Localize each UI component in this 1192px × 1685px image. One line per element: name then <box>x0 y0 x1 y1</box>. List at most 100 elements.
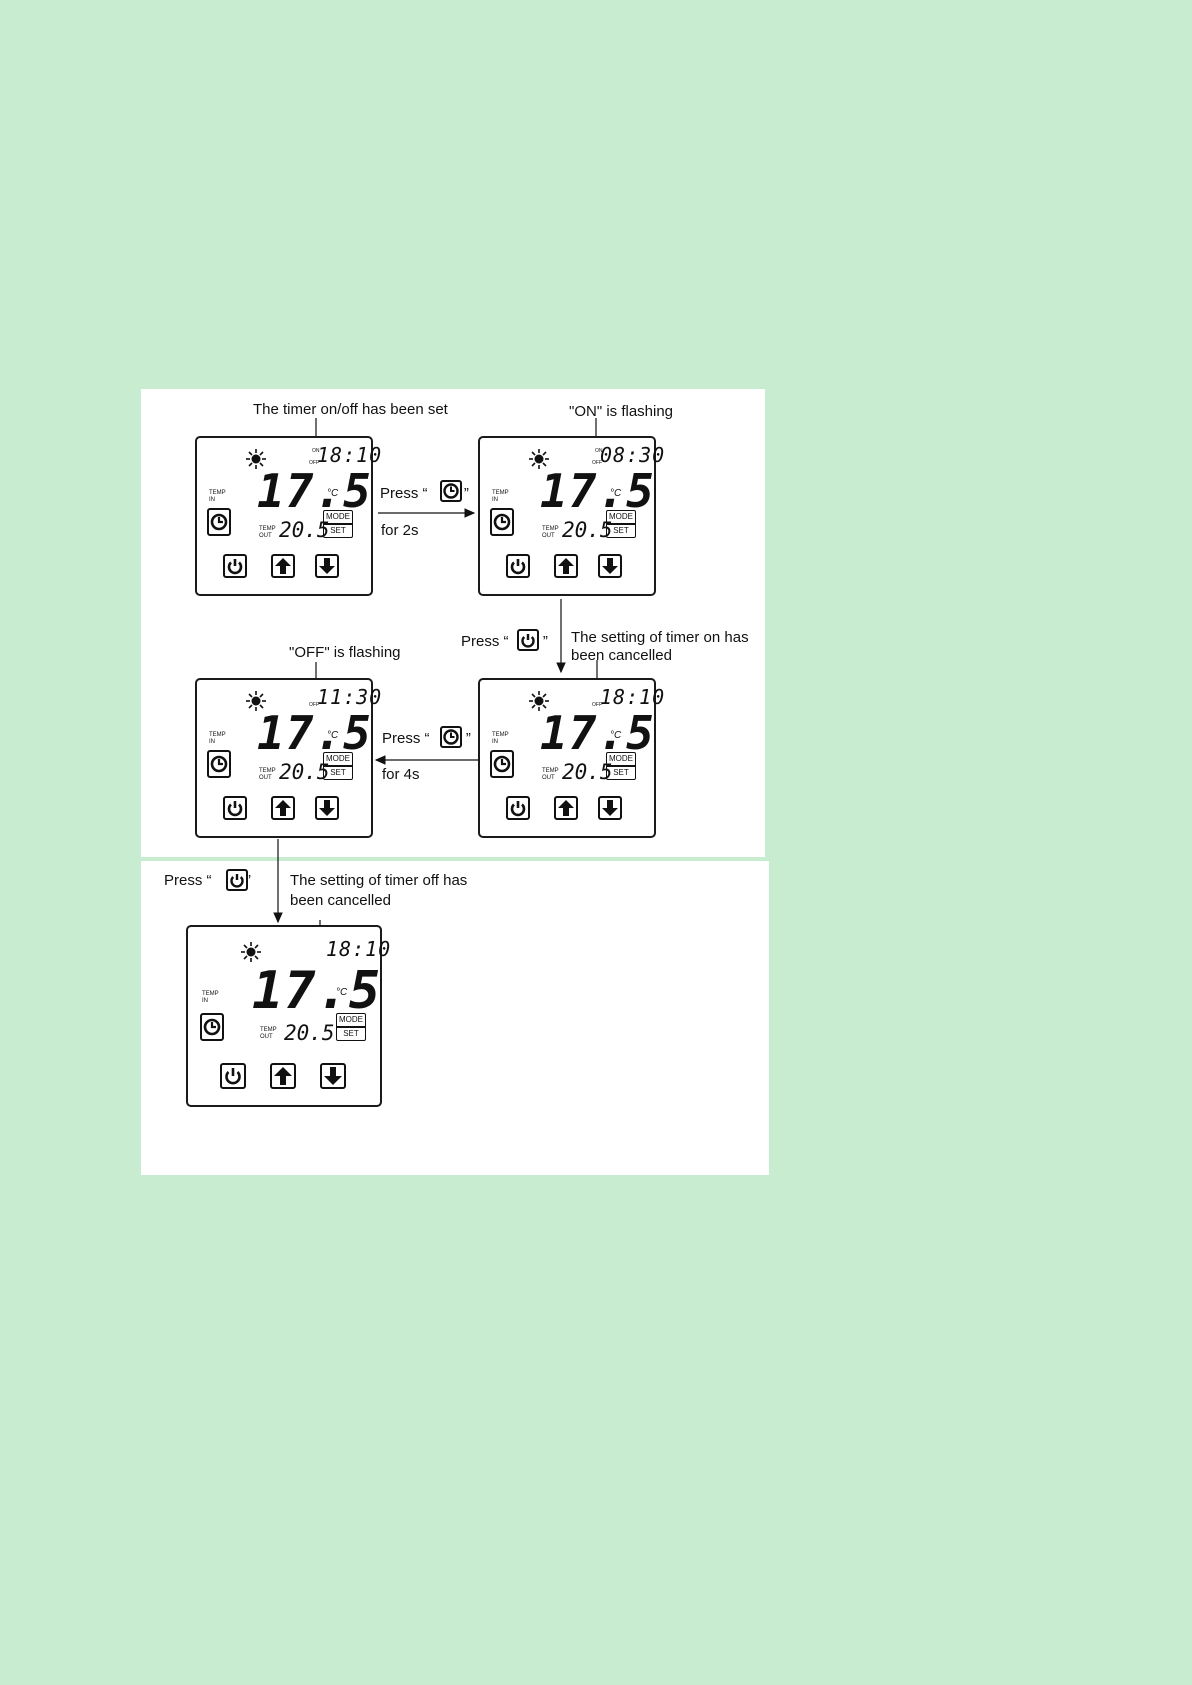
caption-for-4s: for 4s <box>382 766 420 783</box>
temp-out-value: 20.5 <box>562 518 613 542</box>
down-button[interactable] <box>598 554 622 578</box>
clock-icon <box>493 755 511 773</box>
power-button[interactable] <box>506 554 530 578</box>
caption-press-timer-4s: Press “ ” <box>382 729 471 748</box>
clock-display: 11:30 <box>317 685 383 709</box>
caption-timer-set: The timer on/off has been set <box>253 401 448 418</box>
set-label: SET <box>613 768 629 777</box>
temp-in-value: 17.5 <box>257 706 372 760</box>
timer-button[interactable] <box>200 1013 224 1041</box>
up-button[interactable] <box>271 554 295 578</box>
up-button[interactable] <box>554 796 578 820</box>
mode-label: MODE <box>607 511 635 525</box>
in-label: IN <box>492 497 498 503</box>
clock-icon <box>493 513 511 531</box>
up-arrow-icon <box>275 558 291 574</box>
clock-icon <box>210 755 228 773</box>
caption-press-power: Press “ ” <box>461 632 548 651</box>
unit-label: °C <box>336 987 348 998</box>
temp-in-value: 17.5 <box>252 961 382 1021</box>
timer-button[interactable] <box>207 508 231 536</box>
clock-display: 18:10 <box>326 937 392 961</box>
temp-label: TEMP <box>492 732 509 738</box>
set-label: SET <box>330 768 346 777</box>
power-button[interactable] <box>220 1063 246 1089</box>
temp-label: TEMP <box>542 526 559 532</box>
caption-cancel-on-line2: been cancelled <box>571 647 672 664</box>
on-indicator: ON <box>595 448 603 454</box>
power-button[interactable] <box>223 554 247 578</box>
power-button[interactable] <box>506 796 530 820</box>
inline-power-icon <box>517 629 539 651</box>
close-quote: ” <box>465 730 471 747</box>
down-button[interactable] <box>315 796 339 820</box>
power-icon <box>227 801 243 817</box>
off-indicator: OFF <box>309 702 319 708</box>
down-button[interactable] <box>320 1063 346 1089</box>
clock-icon <box>210 513 228 531</box>
temp-in-value: 17.5 <box>540 464 655 518</box>
mode-label: MODE <box>607 753 635 767</box>
sun-icon <box>241 942 261 962</box>
caption-on-flashing: "ON" is flashing <box>569 403 674 420</box>
timer-button[interactable] <box>490 508 514 536</box>
sun-icon <box>246 691 266 711</box>
up-button[interactable] <box>271 796 295 820</box>
on-indicator: ON <box>312 448 320 454</box>
up-button[interactable] <box>554 554 578 578</box>
temp-label: TEMP <box>259 526 276 532</box>
caption-cancel-on-line1: The setting of timer on has <box>571 629 749 646</box>
temp-label: TEMP <box>259 768 276 774</box>
caption-press-timer-2s: Press “ ” <box>380 484 469 503</box>
clock-display: 08:30 <box>600 443 666 467</box>
down-arrow-icon <box>319 800 335 816</box>
timer-button[interactable] <box>207 750 231 778</box>
up-button[interactable] <box>270 1063 296 1089</box>
power-button[interactable] <box>223 796 247 820</box>
out-label: OUT <box>259 533 272 539</box>
temp-label: TEMP <box>492 490 509 496</box>
close-quote: ” <box>463 485 469 502</box>
up-arrow-icon <box>558 800 574 816</box>
timer-button[interactable] <box>490 750 514 778</box>
caption-off-flashing: "OFF" is flashing <box>289 644 401 661</box>
caption-for-2s: for 2s <box>381 522 419 539</box>
out-label: OUT <box>259 775 272 781</box>
down-button[interactable] <box>315 554 339 578</box>
sun-icon <box>246 449 266 469</box>
mode-label: MODE <box>324 511 352 525</box>
unit-label: °C <box>327 488 339 499</box>
out-label: OUT <box>260 1034 273 1040</box>
mode-label: MODE <box>337 1014 365 1028</box>
power-icon <box>510 559 526 575</box>
inline-clock-icon <box>440 480 462 502</box>
down-arrow-icon <box>324 1067 342 1085</box>
power-icon <box>227 559 243 575</box>
clock-display: 18:10 <box>317 443 383 467</box>
set-label: SET <box>343 1029 359 1038</box>
temp-label: TEMP <box>202 991 219 997</box>
up-arrow-icon <box>274 1067 292 1085</box>
set-label: SET <box>330 526 346 535</box>
down-button[interactable] <box>598 796 622 820</box>
up-arrow-icon <box>558 558 574 574</box>
inline-power-icon <box>226 869 248 891</box>
out-label: OUT <box>542 533 555 539</box>
